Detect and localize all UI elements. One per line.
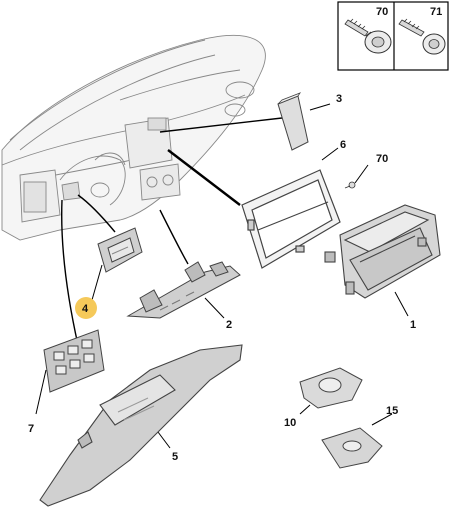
part-2-bracket: [126, 261, 241, 319]
callout-6: 6: [340, 139, 346, 151]
screw-inset-box: 70 71: [337, 1, 449, 71]
callout-70: 70: [376, 153, 388, 165]
callout-3: 3: [336, 93, 342, 105]
dashboard-outline: [1, 34, 266, 241]
part-7-switch-panel: [43, 329, 105, 393]
callout-2: 2: [226, 319, 232, 331]
part-10-bezel: [299, 367, 363, 409]
part-6-frame: [241, 169, 341, 269]
callout-15: 15: [386, 405, 398, 417]
callout-4: 4: [82, 303, 89, 315]
screw-70-label: 70: [376, 6, 388, 18]
callout-7: 7: [28, 423, 34, 435]
part-4-bezel: [97, 227, 143, 273]
part-15-plate: [321, 427, 383, 469]
part-1-housing: [324, 204, 441, 299]
part-5-lower-trim: [39, 344, 243, 507]
screw-70-small-icon: [344, 181, 356, 189]
leader-lines: [35, 103, 409, 449]
screw-71-icon: [398, 18, 446, 55]
callout-1: 1: [410, 319, 416, 331]
callout-5: 5: [172, 451, 178, 463]
callout-labels: 3 6 70 1 2 4 7 5 10 15: [28, 93, 416, 463]
part-4-highlight: [75, 297, 97, 319]
part-3-trim: [277, 92, 309, 151]
screw-70-icon: [344, 18, 392, 54]
screw-71-label: 71: [430, 6, 442, 18]
callout-10: 10: [284, 417, 296, 429]
